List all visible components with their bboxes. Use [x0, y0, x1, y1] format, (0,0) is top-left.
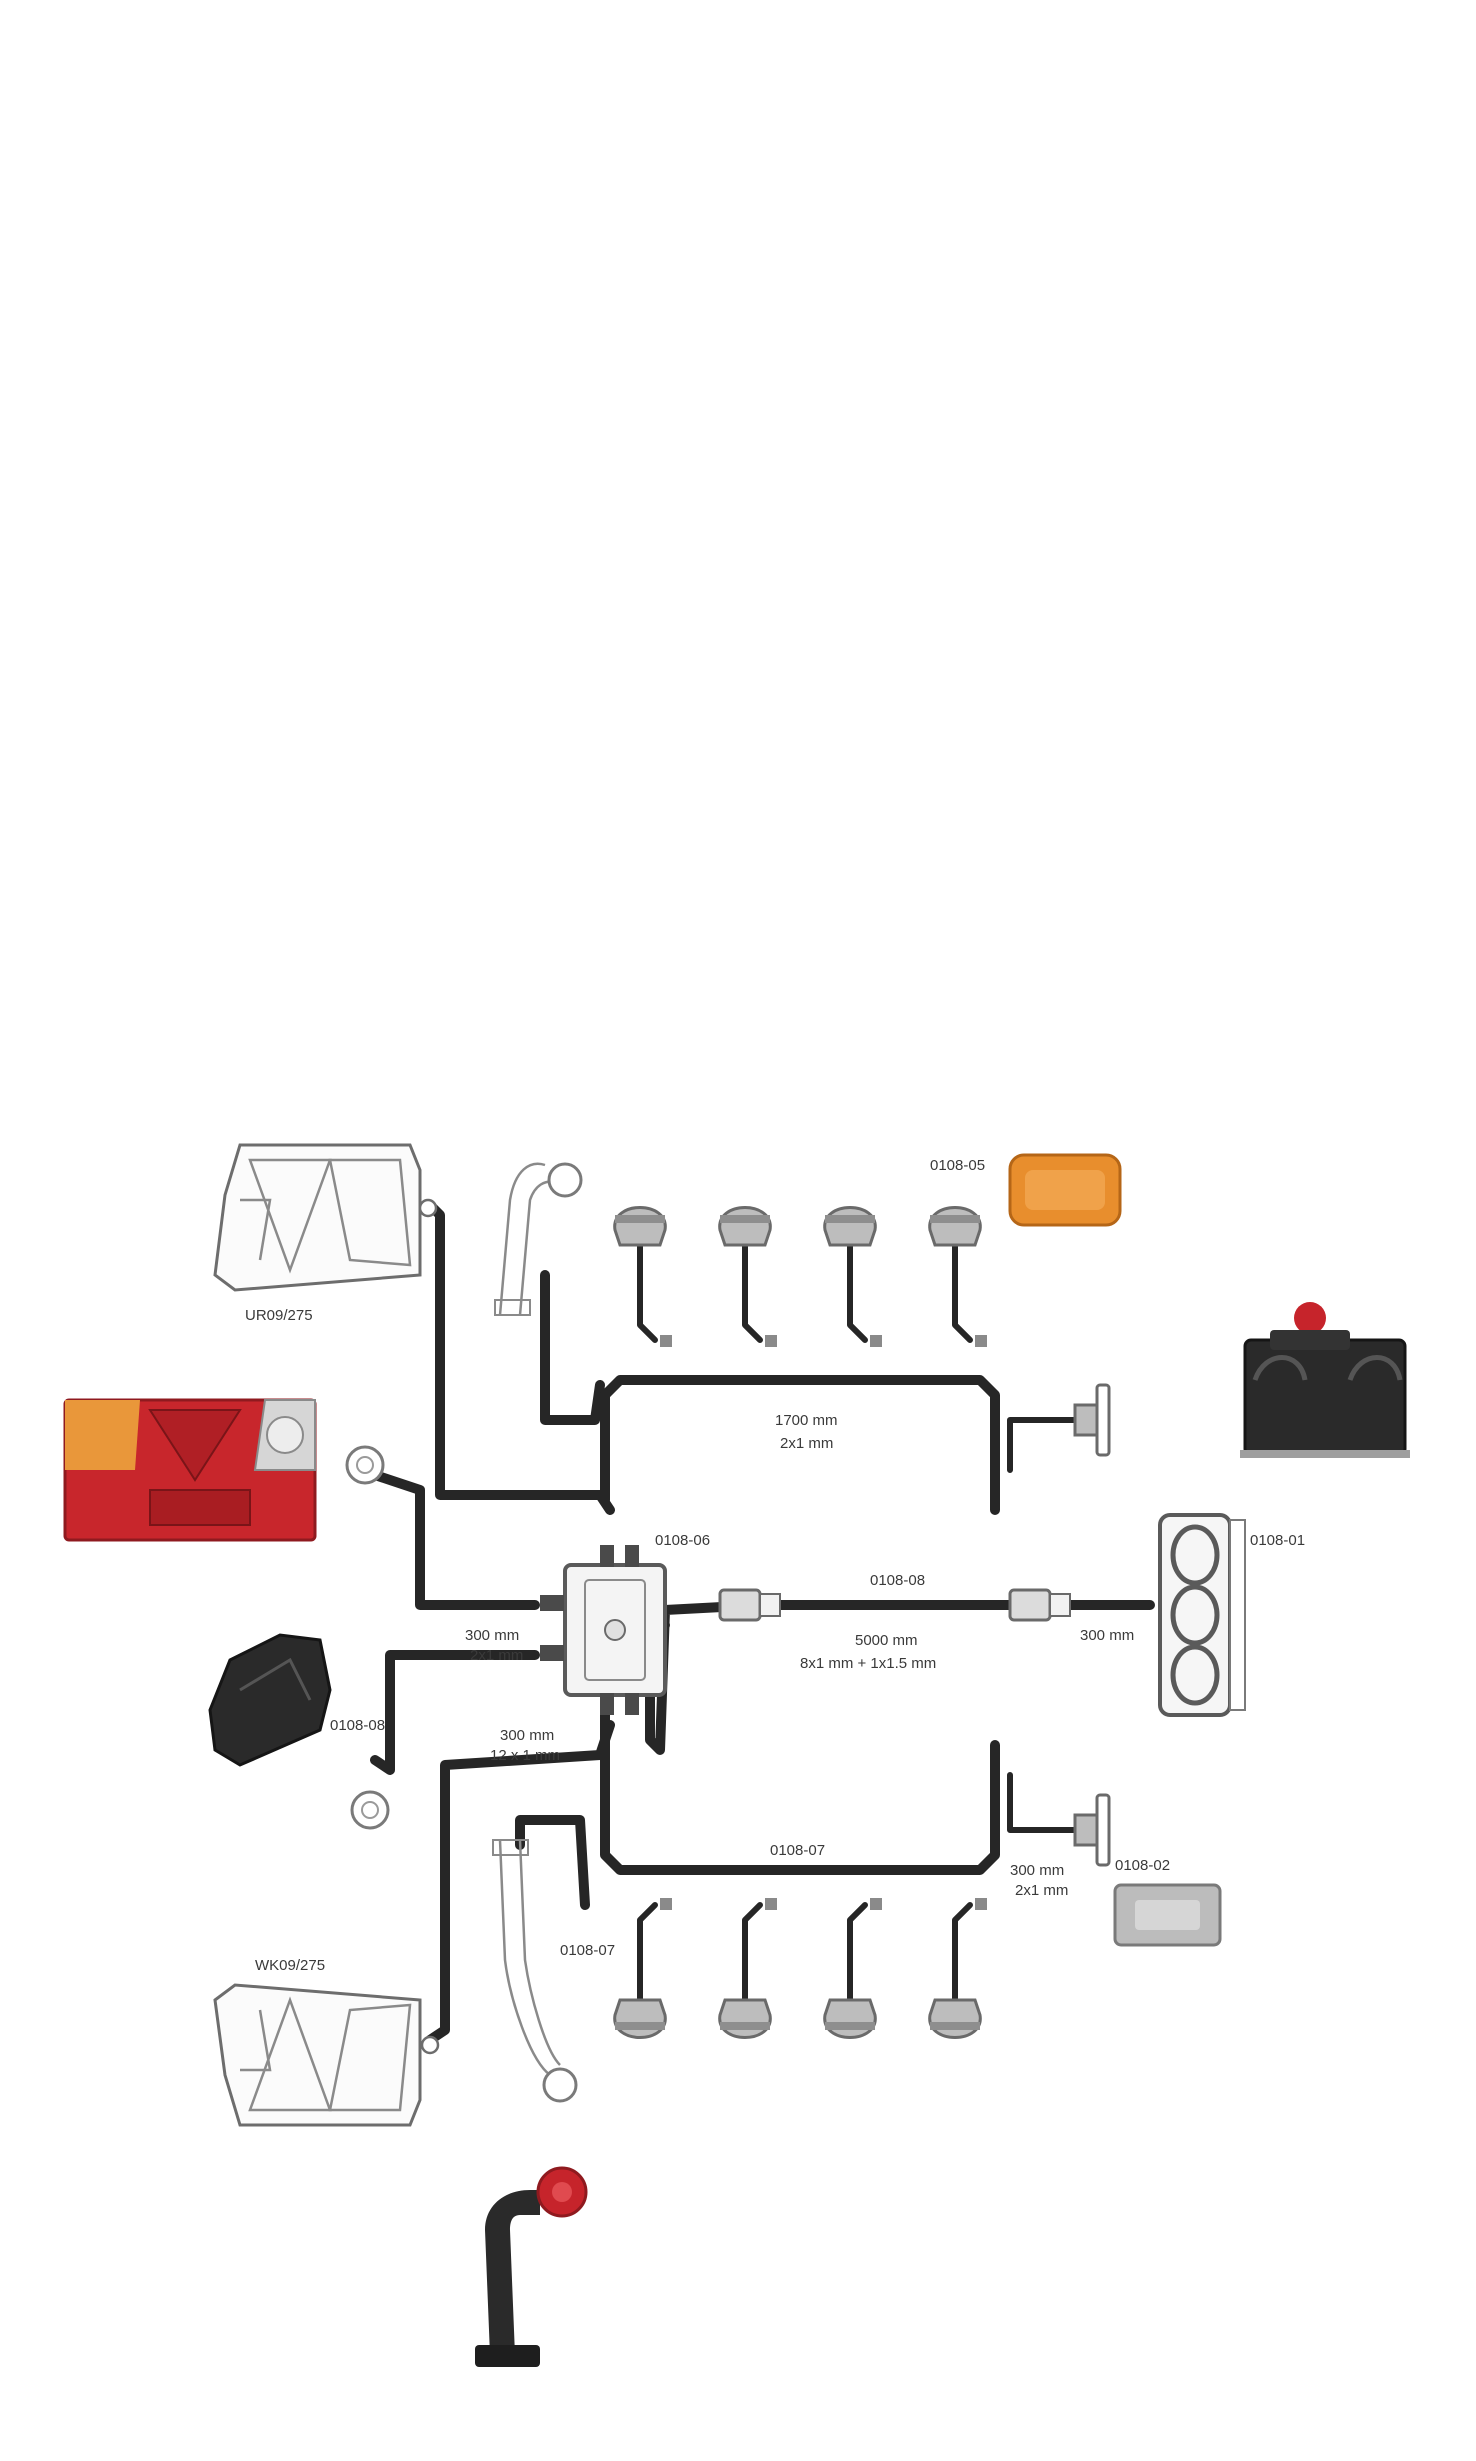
wire-harness	[370, 1200, 1155, 2045]
grey-plate-light	[1113, 1883, 1222, 1947]
lower-bulb-2	[718, 1998, 772, 2039]
lower-bulb-1	[613, 1998, 667, 2039]
left-top-light-label: UR09/275	[245, 1307, 313, 1324]
left-dark-marker-lamp: 0108-08	[208, 1633, 385, 1767]
upper-cable-spec: 2x1 mm	[780, 1435, 833, 1452]
upper-bulb-2	[718, 1206, 772, 1247]
connector-block-label: 0108-01	[1250, 1532, 1305, 1549]
left-top-combination-light: UR09/275	[213, 1143, 438, 1324]
upper-bulb-1	[613, 1206, 667, 1247]
upper-bulb-3	[823, 1206, 877, 1247]
lower-bulb-3	[823, 1998, 877, 2039]
amber-side-marker: 0108-05	[930, 1153, 1122, 1227]
amber-marker-label: 0108-05	[930, 1157, 985, 1174]
upper-plate-lamp	[1073, 1383, 1111, 1457]
lower-left-cable-length: 300 mm	[500, 1727, 554, 1744]
right-plate-length: 300 mm	[1010, 1862, 1064, 1879]
left-bottom-combination-light: WK09/275	[213, 1957, 440, 2127]
lower-bulb-sockets	[613, 1898, 987, 2039]
left-circle-connectors	[345, 1445, 390, 1830]
lower-bulb-4	[928, 1998, 982, 2039]
main-cable-spec: 8x1 mm + 1x1.5 mm	[800, 1655, 936, 1672]
left-cable-spec: 2x1 mm	[470, 1647, 523, 1664]
red-tail-light	[63, 1398, 317, 1542]
left-marker-label: 0108-08	[330, 1717, 385, 1734]
lower-cable-code: 0108-07	[770, 1842, 825, 1859]
main-cable-length: 5000 mm	[855, 1632, 918, 1649]
upper-bulb-4	[928, 1206, 982, 1247]
left-bottom-light-label: WK09/275	[255, 1957, 325, 1974]
main-cable-plugs	[718, 1588, 1071, 1622]
seven-pin-connector-block: 0108-01	[1158, 1513, 1305, 1717]
dark-socket-housing	[1240, 1302, 1410, 1458]
upper-bulb-sockets	[613, 1206, 987, 1347]
left-cable-length: 300 mm	[465, 1627, 519, 1644]
right-plate-spec: 2x1 mm	[1015, 1882, 1068, 1899]
plug-cable-length: 300 mm	[1080, 1627, 1134, 1644]
lower-marker-stalk-outline: 0108-07	[492, 1839, 615, 2103]
lower-plate-lamp: 0108-02 300 mm 2x1 mm	[1010, 1793, 1170, 1899]
lower-left-cable-spec: 12 x 1 mm	[490, 1747, 560, 1764]
red-stalk-marker-lamp	[475, 2166, 588, 2367]
upper-cable-length: 1700 mm	[775, 1412, 838, 1429]
right-plate-code: 0108-02	[1115, 1857, 1170, 1874]
main-cable-code: 0108-08	[870, 1572, 925, 1589]
junction-box-label: 0108-06	[655, 1532, 710, 1549]
upper-marker-stalk-outline	[494, 1162, 583, 1316]
junction-box: 0108-06	[540, 1532, 710, 1715]
bottom-side-marker-label: 0108-07	[560, 1942, 615, 1959]
